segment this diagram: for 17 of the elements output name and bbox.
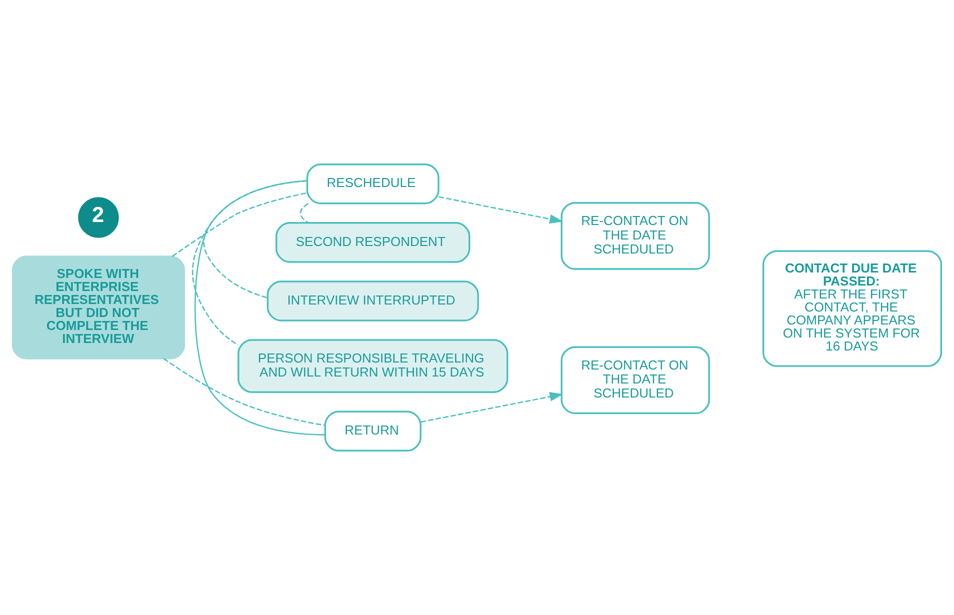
- node-box: RE-CONTACT ON THE DATE SCHEDULED: [560, 346, 710, 414]
- connector: [192, 180, 308, 346]
- arrow: [420, 392, 564, 423]
- node-box: PERSON RESPONSIBLE TRAVELING AND WILL RETURN WITHIN 15 DAYS: [238, 339, 508, 393]
- node-box: CONTACT DUE DATE PASSED: AFTER THE FIRST CONTACT, THE COMPANY APPEARS ON THE SYSTEM FOR 16 DAYS: [762, 250, 942, 367]
- node-box: RE-CONTACT ON THE DATE SCHEDULED: [560, 202, 710, 270]
- node-box: RETURN: [324, 410, 422, 452]
- arrow: [438, 196, 564, 224]
- node-circle: 2: [78, 197, 119, 238]
- connector: [194, 180, 326, 436]
- connector: [172, 192, 308, 257]
- node-box: SECOND RESPONDENT: [275, 222, 470, 263]
- connector: [163, 358, 326, 426]
- connector: [300, 203, 309, 224]
- node-box: SPOKE WITH ENTERPRISE REPRESENTATIVES BUT DID NOT COMPLETE THE INTERVIEW: [12, 256, 186, 360]
- node-box: INTERVIEW INTERRUPTED: [266, 280, 479, 322]
- node-box: RESCHEDULE: [306, 163, 440, 204]
